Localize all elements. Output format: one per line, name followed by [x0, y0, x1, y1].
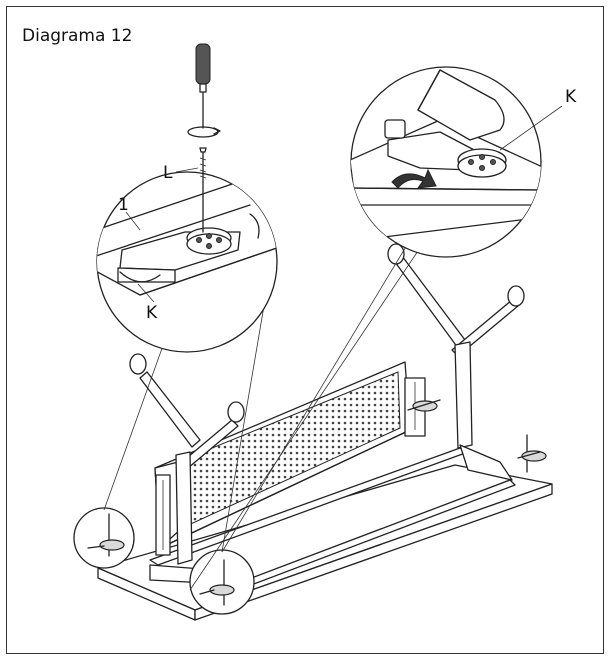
callout-line-right — [221, 239, 411, 553]
callout-line-left-2 — [221, 299, 266, 553]
detail-circle-left — [96, 171, 278, 353]
label-screw: L — [163, 163, 173, 183]
callout-line-left — [103, 339, 166, 511]
screwdriver-icon — [195, 43, 211, 129]
callout-line-right-2 — [189, 247, 421, 591]
label-tabletop: 1 — [118, 195, 129, 215]
screw — [199, 147, 207, 233]
diagram-title: Diagrama 12 — [22, 26, 133, 46]
right-leg — [387, 243, 525, 481]
clamp-right-leg — [407, 399, 441, 412]
leader-screw — [175, 167, 199, 173]
clamp-right-table — [517, 434, 547, 473]
clamp-bottom-center — [189, 549, 255, 615]
leader-tabletop — [125, 211, 141, 231]
left-leg — [129, 353, 245, 585]
rotation-arrow-icon — [187, 126, 221, 138]
clamp-bottom-left — [73, 507, 135, 569]
label-clamp-left: K — [146, 303, 158, 323]
leader-clamp-left — [137, 283, 155, 303]
label-clamp-right: K — [565, 87, 577, 107]
leader-clamp-right — [499, 105, 563, 151]
detail-circle-right — [350, 66, 542, 258]
curved-arrow-icon — [391, 168, 437, 189]
